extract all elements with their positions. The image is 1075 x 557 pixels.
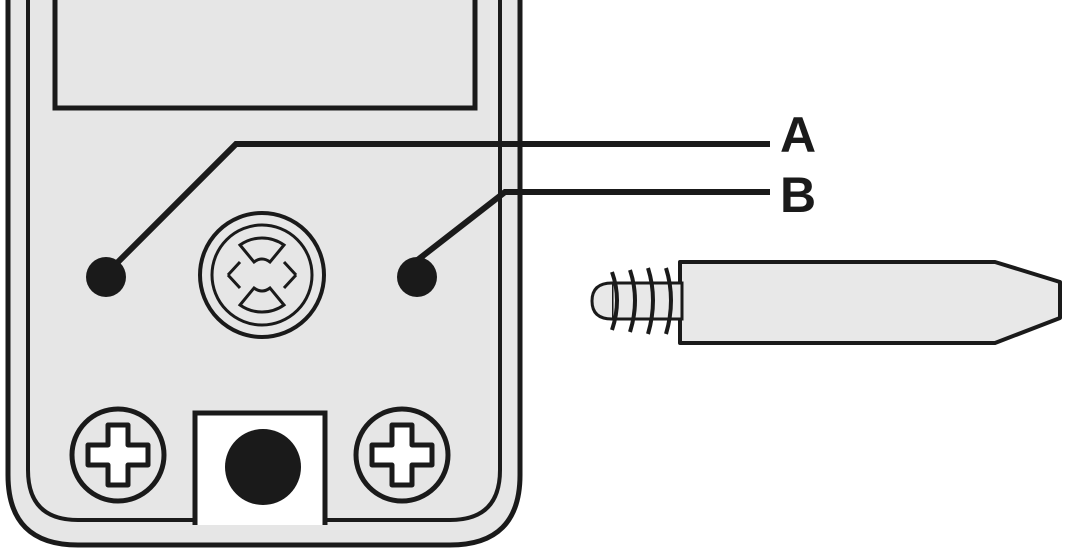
label-b: B	[780, 167, 816, 223]
key-slot-icon	[198, 211, 326, 339]
display-window	[52, 0, 478, 111]
probe-spring-coils	[610, 267, 673, 335]
label-a: A	[780, 107, 816, 163]
bottom-hole	[225, 429, 301, 505]
contact-point-b	[397, 257, 437, 297]
callout-line-b	[413, 189, 770, 265]
phillips-screw-icon-right	[353, 406, 451, 504]
phillips-screw-icon-left	[69, 406, 167, 504]
probe-shaft	[678, 260, 1062, 345]
contact-point-a	[86, 257, 126, 297]
bottom-slot	[192, 410, 328, 525]
probe-pin	[590, 260, 1062, 345]
callout-line-a	[115, 141, 770, 265]
probe-end-cap	[590, 281, 613, 321]
